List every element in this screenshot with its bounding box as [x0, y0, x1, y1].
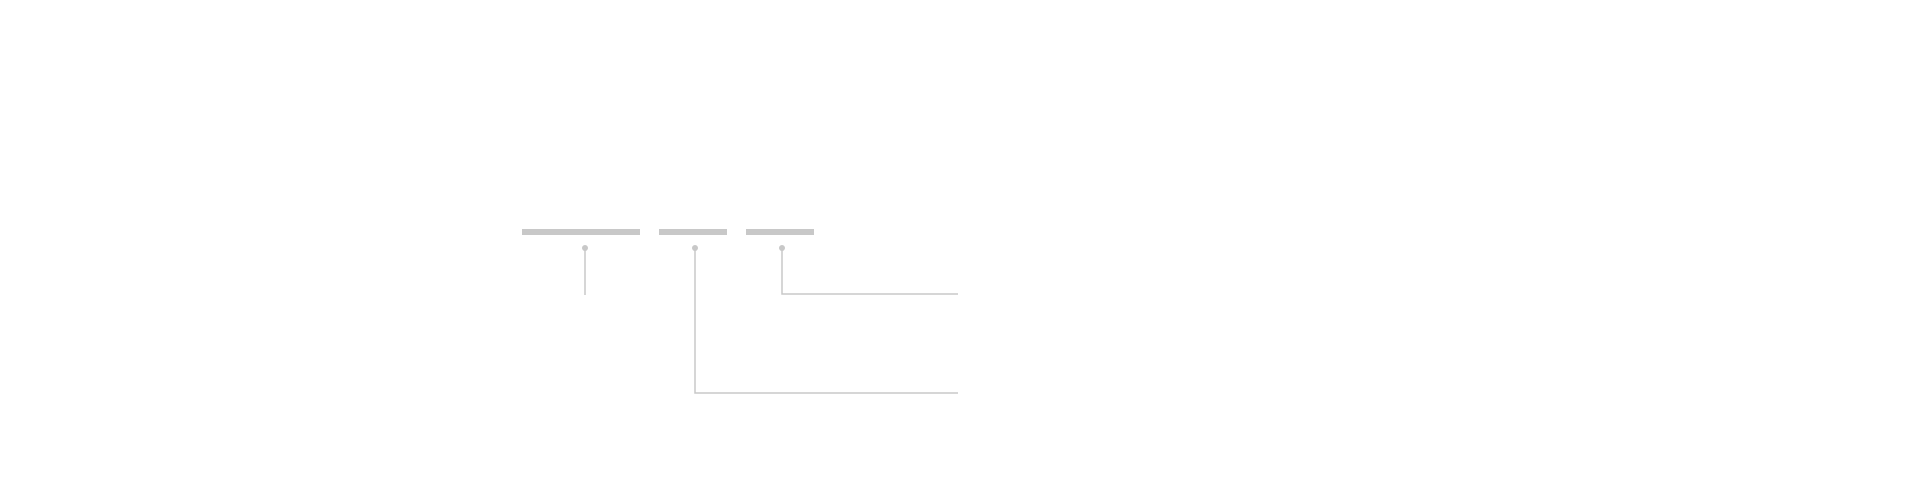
segment-bar-3: [746, 229, 814, 235]
segment-bar-1: [522, 229, 640, 235]
connector-line-2: [694, 248, 958, 394]
segment-bar-2: [659, 229, 727, 235]
connector-line-3: [781, 248, 958, 295]
